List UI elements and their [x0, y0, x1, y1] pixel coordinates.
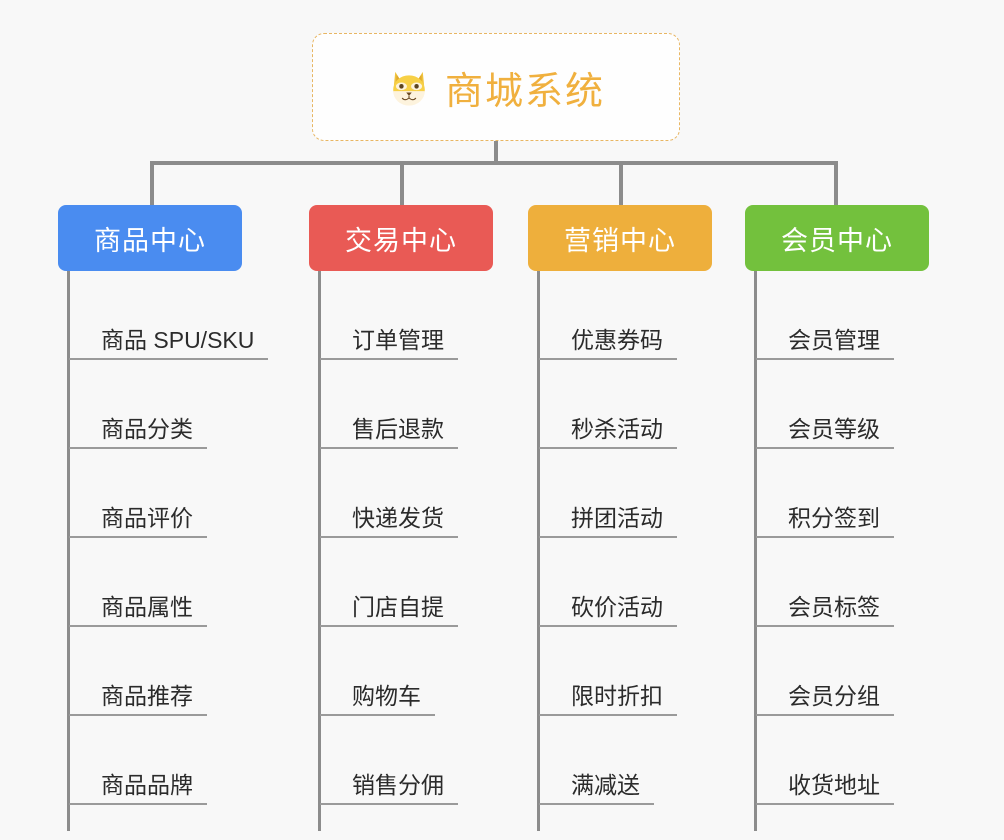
leaf-label: 售后退款: [352, 415, 444, 442]
root-node-shop-system[interactable]: 商城系统: [312, 33, 680, 141]
branch-spine: [67, 271, 70, 831]
list-item[interactable]: 砍价活动: [528, 538, 712, 627]
leaf-label: 会员标签: [788, 593, 880, 620]
leaf-label: 商品评价: [101, 504, 193, 531]
leaf-label: 会员管理: [788, 326, 880, 353]
leaf-label: 拼团活动: [571, 504, 663, 531]
list-item[interactable]: 限时折扣: [528, 627, 712, 716]
connector-drop-4: [834, 161, 838, 207]
leaf-label: 商品属性: [101, 593, 193, 620]
list-item[interactable]: 拼团活动: [528, 449, 712, 538]
leaf-label: 会员分组: [788, 682, 880, 709]
leaf-label: 门店自提: [352, 593, 444, 620]
list-item[interactable]: 售后退款: [309, 360, 493, 449]
branch-header-label: 交易中心: [345, 225, 457, 256]
list-item[interactable]: 商品分类: [58, 360, 268, 449]
leaf-label: 秒杀活动: [571, 415, 663, 442]
list-item[interactable]: 门店自提: [309, 538, 493, 627]
connector-drop-2: [400, 161, 404, 207]
branch-header-marketing-center[interactable]: 营销中心: [528, 205, 712, 271]
list-item[interactable]: 会员管理: [745, 271, 929, 360]
branch-header-label: 营销中心: [564, 225, 676, 256]
branch-header-product-center[interactable]: 商品中心: [58, 205, 242, 271]
leaf-label: 快递发货: [352, 504, 444, 531]
list-item[interactable]: 商品评价: [58, 449, 268, 538]
list-item[interactable]: 收货地址: [745, 716, 929, 805]
branch-items-product-center: 商品 SPU/SKU 商品分类 商品评价 商品属性 商品推荐 商品品牌: [58, 271, 269, 831]
list-item[interactable]: 满减送: [528, 716, 712, 805]
leaf-label: 收货地址: [788, 771, 880, 798]
leaf-label: 砍价活动: [571, 593, 663, 620]
list-item[interactable]: 商品 SPU/SKU: [58, 271, 269, 360]
branch-marketing-center: 营销中心 优惠券码 秒杀活动 拼团活动 砍价活动 限时折扣 满减送: [528, 205, 712, 831]
leaf-label: 优惠券码: [571, 326, 663, 353]
list-item[interactable]: 订单管理: [309, 271, 493, 360]
list-item[interactable]: 商品推荐: [58, 627, 268, 716]
branch-spine: [754, 271, 757, 831]
leaf-label: 商品推荐: [101, 682, 193, 709]
list-item[interactable]: 商品品牌: [58, 716, 268, 805]
branch-items-member-center: 会员管理 会员等级 积分签到 会员标签 会员分组 收货地址: [745, 271, 929, 831]
list-item[interactable]: 秒杀活动: [528, 360, 712, 449]
branch-spine: [537, 271, 540, 831]
root-node-title: 商城系统: [444, 70, 605, 113]
list-item[interactable]: 快递发货: [309, 449, 493, 538]
leaf-label: 商品分类: [101, 415, 193, 442]
list-item[interactable]: 会员等级: [745, 360, 929, 449]
branch-header-member-center[interactable]: 会员中心: [745, 205, 929, 271]
leaf-label: 积分签到: [788, 504, 880, 531]
branch-items-trade-center: 订单管理 售后退款 快递发货 门店自提 购物车 销售分佣: [309, 271, 493, 831]
list-item[interactable]: 会员分组: [745, 627, 929, 716]
branch-spine: [318, 271, 321, 831]
leaf-label: 商品品牌: [101, 771, 193, 798]
list-item[interactable]: 优惠券码: [528, 271, 712, 360]
branch-trade-center: 交易中心 订单管理 售后退款 快递发货 门店自提 购物车 销售分佣: [309, 205, 493, 831]
leaf-label: 限时折扣: [571, 682, 663, 709]
leaf-label: 购物车: [352, 682, 421, 709]
list-item[interactable]: 购物车: [309, 627, 493, 716]
branch-member-center: 会员中心 会员管理 会员等级 积分签到 会员标签 会员分组 收货地址: [745, 205, 929, 831]
connector-horizontal-bus: [150, 161, 838, 165]
branch-items-marketing-center: 优惠券码 秒杀活动 拼团活动 砍价活动 限时折扣 满减送: [528, 271, 712, 831]
branch-header-trade-center[interactable]: 交易中心: [309, 205, 493, 271]
connector-drop-1: [150, 161, 154, 207]
list-item[interactable]: 销售分佣: [309, 716, 493, 805]
leaf-label: 会员等级: [788, 415, 880, 442]
connector-root-stem: [494, 141, 498, 163]
leaf-label: 满减送: [571, 771, 640, 798]
list-item[interactable]: 积分签到: [745, 449, 929, 538]
leaf-label: 订单管理: [352, 326, 444, 353]
list-item[interactable]: 商品属性: [58, 538, 268, 627]
list-item[interactable]: 会员标签: [745, 538, 929, 627]
shiba-dog-icon: [387, 65, 431, 109]
branch-header-label: 商品中心: [94, 225, 206, 256]
leaf-label: 销售分佣: [352, 771, 444, 798]
branch-header-label: 会员中心: [781, 225, 893, 256]
leaf-label: 商品 SPU/SKU: [101, 326, 255, 353]
connector-drop-3: [619, 161, 623, 207]
branch-product-center: 商品中心 商品 SPU/SKU 商品分类 商品评价 商品属性 商品推荐 商品品牌: [58, 205, 269, 831]
